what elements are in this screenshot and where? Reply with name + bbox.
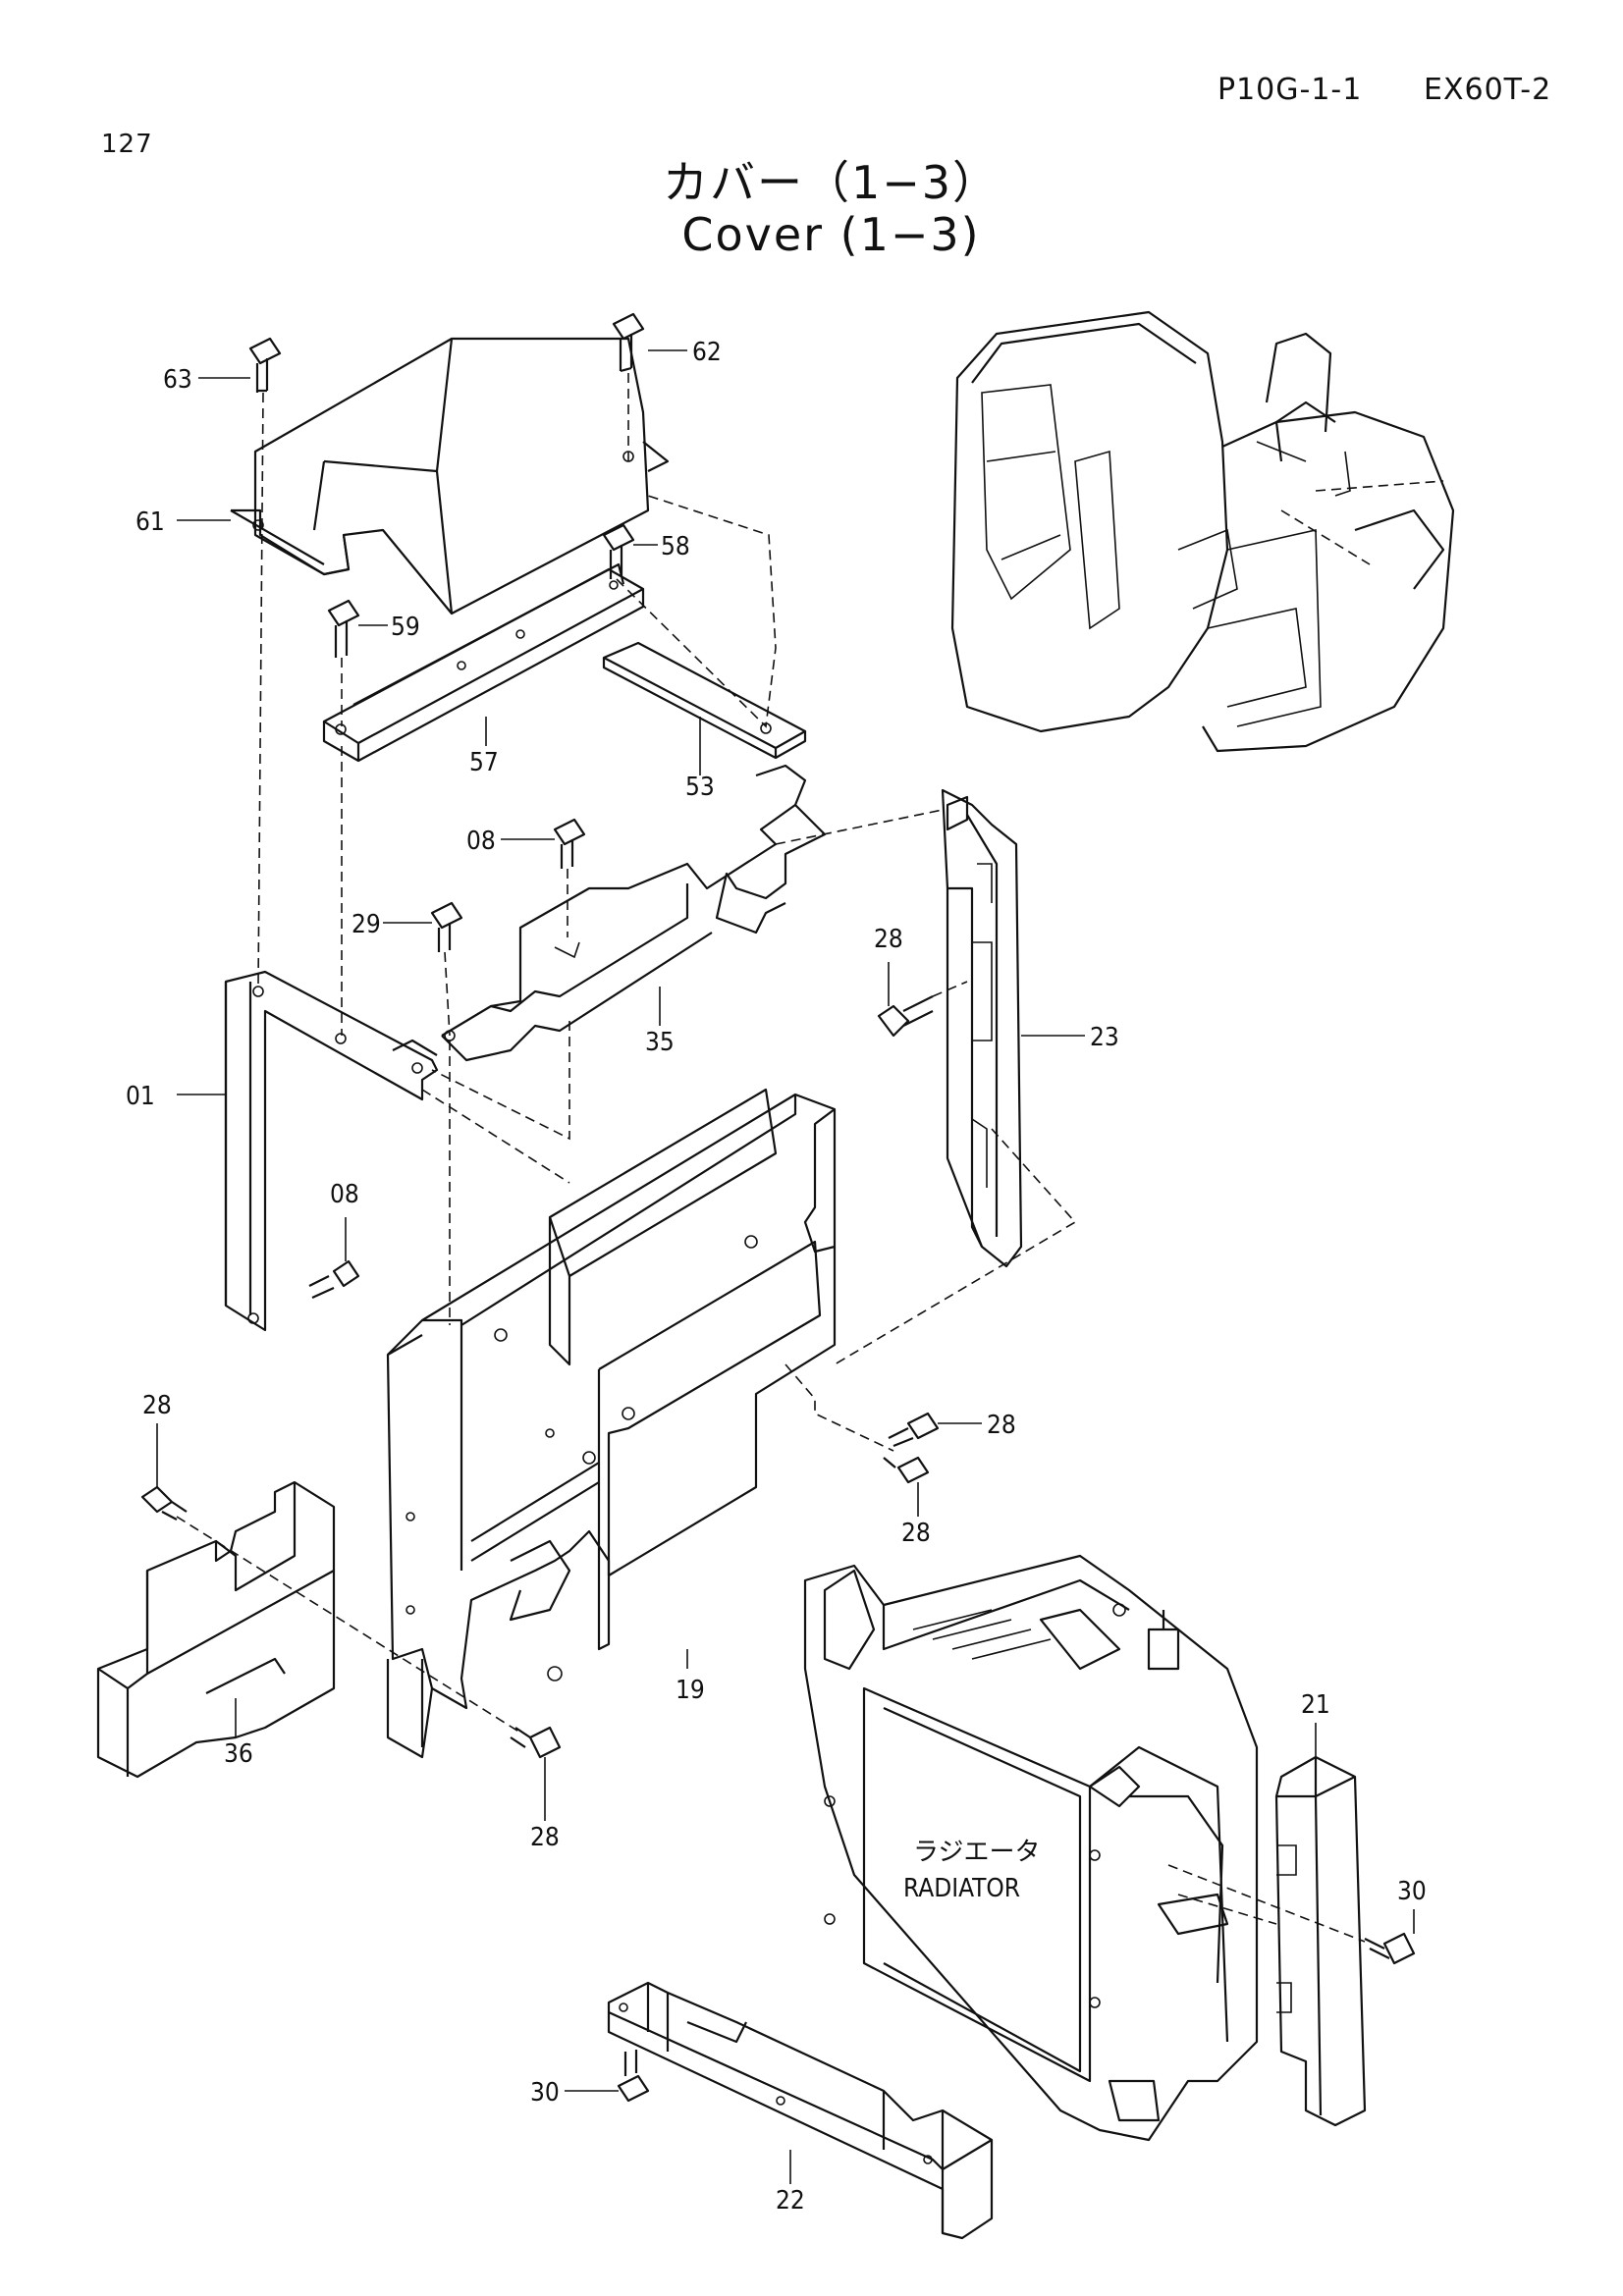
callout-36: 36 — [224, 1739, 253, 1769]
callout-22: 22 — [776, 2186, 805, 2216]
callout-28-bottom: 28 — [530, 1823, 560, 1852]
callout-30-right: 30 — [1397, 1877, 1427, 1906]
callout-28-bracket: 28 — [874, 925, 903, 954]
drawing-code: P10G-1-1 — [1217, 73, 1363, 107]
callout-01: 01 — [126, 1082, 155, 1111]
part-36-side-panel — [96, 1480, 336, 1779]
callout-30-lower: 30 — [530, 2078, 560, 2108]
callout-19: 19 — [676, 1676, 705, 1705]
callout-63: 63 — [163, 365, 192, 395]
page-number: 127 — [101, 130, 153, 159]
machine-model: EX60T-2 — [1424, 73, 1552, 107]
callout-21: 21 — [1301, 1690, 1330, 1720]
bolt-63 — [248, 337, 282, 393]
callout-61: 61 — [135, 507, 165, 537]
excavator-location-view — [950, 310, 1455, 753]
bolt-28-left — [140, 1485, 188, 1521]
callout-57: 57 — [469, 748, 499, 777]
bolt-30-right — [1364, 1932, 1416, 1965]
callout-58: 58 — [661, 532, 690, 561]
part-23-side-bracket — [941, 788, 1023, 1268]
bolt-30-lower — [617, 2050, 650, 2103]
bolt-08-upper — [553, 818, 586, 869]
bolt-58 — [602, 523, 635, 579]
leader-lines — [156, 349, 1415, 2184]
callout-35: 35 — [645, 1028, 675, 1057]
callout-62: 62 — [692, 338, 722, 367]
radiator-label-japanese: ラジエータ — [913, 1838, 1040, 1867]
callout-08-lower: 08 — [330, 1180, 359, 1209]
radiator-label: ラジエータ RADIATOR — [903, 1838, 1040, 1903]
bolt-59 — [327, 599, 360, 658]
part-19-main-panel — [386, 1088, 837, 1759]
bolt-28-panel-upper — [888, 1412, 940, 1448]
radiator-label-english: RADIATOR — [903, 1874, 1020, 1903]
callout-23: 23 — [1090, 1023, 1119, 1052]
callout-28-panel-upper: 28 — [987, 1411, 1016, 1440]
callout-29: 29 — [352, 910, 381, 939]
callout-53: 53 — [685, 773, 715, 802]
assembly-guide-lines — [176, 373, 1366, 1943]
part-57-bracket — [322, 562, 645, 763]
callout-28-left: 28 — [142, 1391, 172, 1420]
page-title-english: Cover (1−3) — [681, 208, 981, 261]
callout-59: 59 — [391, 613, 420, 642]
callout-28-panel-lower: 28 — [901, 1519, 931, 1548]
callout-08-upper: 08 — [466, 827, 496, 856]
part-53-plate — [602, 641, 807, 760]
part-35-cover-plate — [441, 764, 827, 1062]
bolt-29 — [430, 901, 463, 952]
part-22-lower-seal — [607, 1981, 994, 2240]
part-01-frame — [224, 970, 439, 1332]
bolt-08-lower — [308, 1259, 360, 1300]
part-61-upper-cover — [230, 337, 670, 615]
page-title-japanese: カバー（1−3） — [662, 156, 1001, 209]
bolt-28-right-bracket — [877, 995, 934, 1038]
callout-labels: 63 62 61 58 59 57 53 08 29 35 28 23 01 0… — [126, 338, 1427, 2216]
bolt-62 — [612, 312, 645, 373]
bolt-28-bottom — [510, 1726, 562, 1759]
radiator-assembly — [803, 1554, 1259, 2142]
part-21-side-seal — [1274, 1755, 1367, 2127]
bolt-28-panel-lower — [883, 1456, 930, 1484]
